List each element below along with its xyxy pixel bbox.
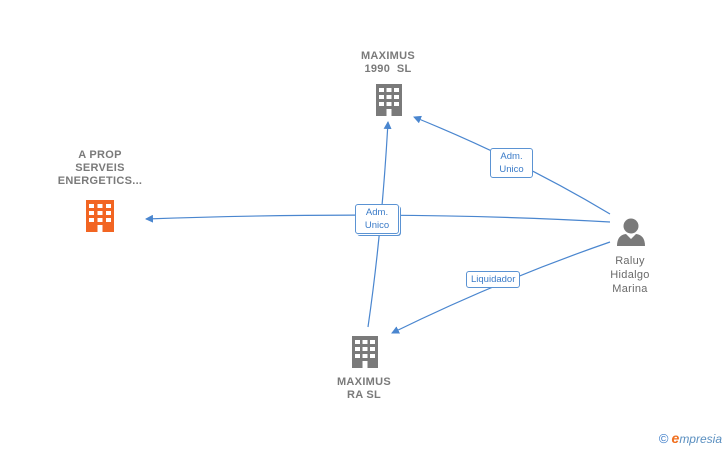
- building-icon[interactable]: [86, 200, 114, 232]
- node-label-raluy[interactable]: Raluy Hidalgo Marina: [610, 255, 650, 295]
- edge-label-adm-unico-aprop[interactable]: Adm. Unico: [355, 204, 399, 234]
- empresia-watermark: ©empresia: [659, 430, 722, 446]
- brand-initial: e: [671, 430, 680, 446]
- node-label-maximusra[interactable]: MAXIMUS RA SL: [336, 376, 392, 401]
- brand-name: mpresia: [679, 432, 722, 446]
- person-icon[interactable]: [617, 218, 645, 247]
- building-icon[interactable]: [376, 84, 402, 116]
- copyright-symbol: ©: [658, 431, 669, 446]
- node-label-aprop[interactable]: A PROP SERVEIS ENERGETICS...: [57, 149, 143, 187]
- edge-label-adm-unico-1990[interactable]: Adm. Unico: [490, 148, 533, 178]
- building-icon[interactable]: [352, 336, 378, 368]
- edge-label-liquidador[interactable]: Liquidador: [466, 271, 521, 288]
- node-label-maximus1990[interactable]: MAXIMUS 1990 SL: [360, 50, 416, 75]
